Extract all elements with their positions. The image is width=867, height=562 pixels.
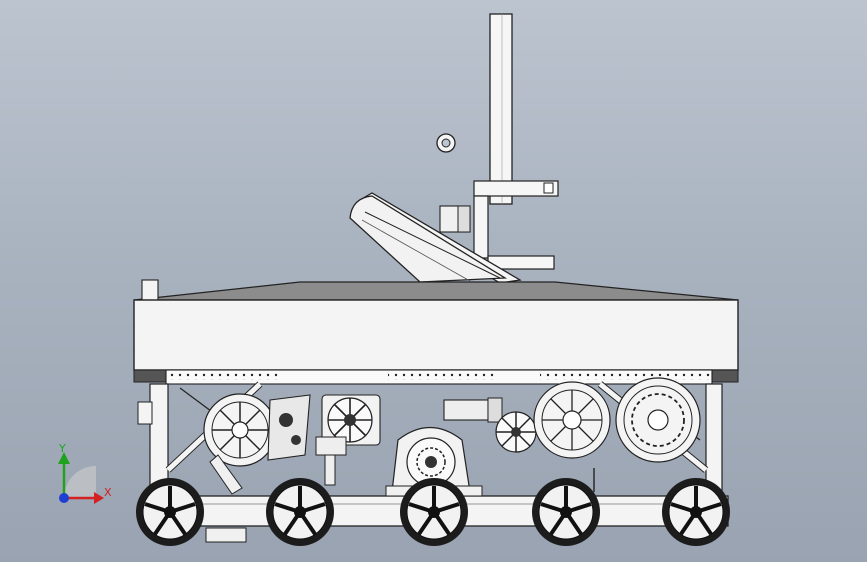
wheel-3 bbox=[400, 478, 468, 546]
washer-part bbox=[436, 133, 456, 153]
pulley-right bbox=[533, 381, 611, 459]
motor-right bbox=[443, 397, 537, 453]
coordinate-triad: Y X bbox=[58, 442, 112, 504]
manipulator-arm bbox=[349, 192, 522, 284]
y-axis-label: Y bbox=[58, 442, 66, 455]
main-chassis bbox=[133, 299, 739, 385]
wheel-4 bbox=[532, 478, 600, 546]
motor-left bbox=[315, 394, 381, 486]
top-cover bbox=[133, 279, 739, 301]
y-arrow-head-icon bbox=[58, 452, 70, 464]
wheel-5 bbox=[662, 478, 730, 546]
bottom-bracket bbox=[205, 527, 247, 543]
wheel-1 bbox=[136, 478, 204, 546]
x-arrow-head-icon bbox=[94, 492, 104, 504]
gear-assembly-left bbox=[203, 393, 311, 495]
sensor-mast bbox=[439, 13, 559, 270]
x-axis-label: X bbox=[104, 486, 112, 499]
wheels bbox=[136, 478, 730, 546]
wheel-2 bbox=[266, 478, 334, 546]
gear-assembly-right bbox=[593, 377, 701, 492]
z-axis-dot-icon bbox=[59, 493, 69, 503]
